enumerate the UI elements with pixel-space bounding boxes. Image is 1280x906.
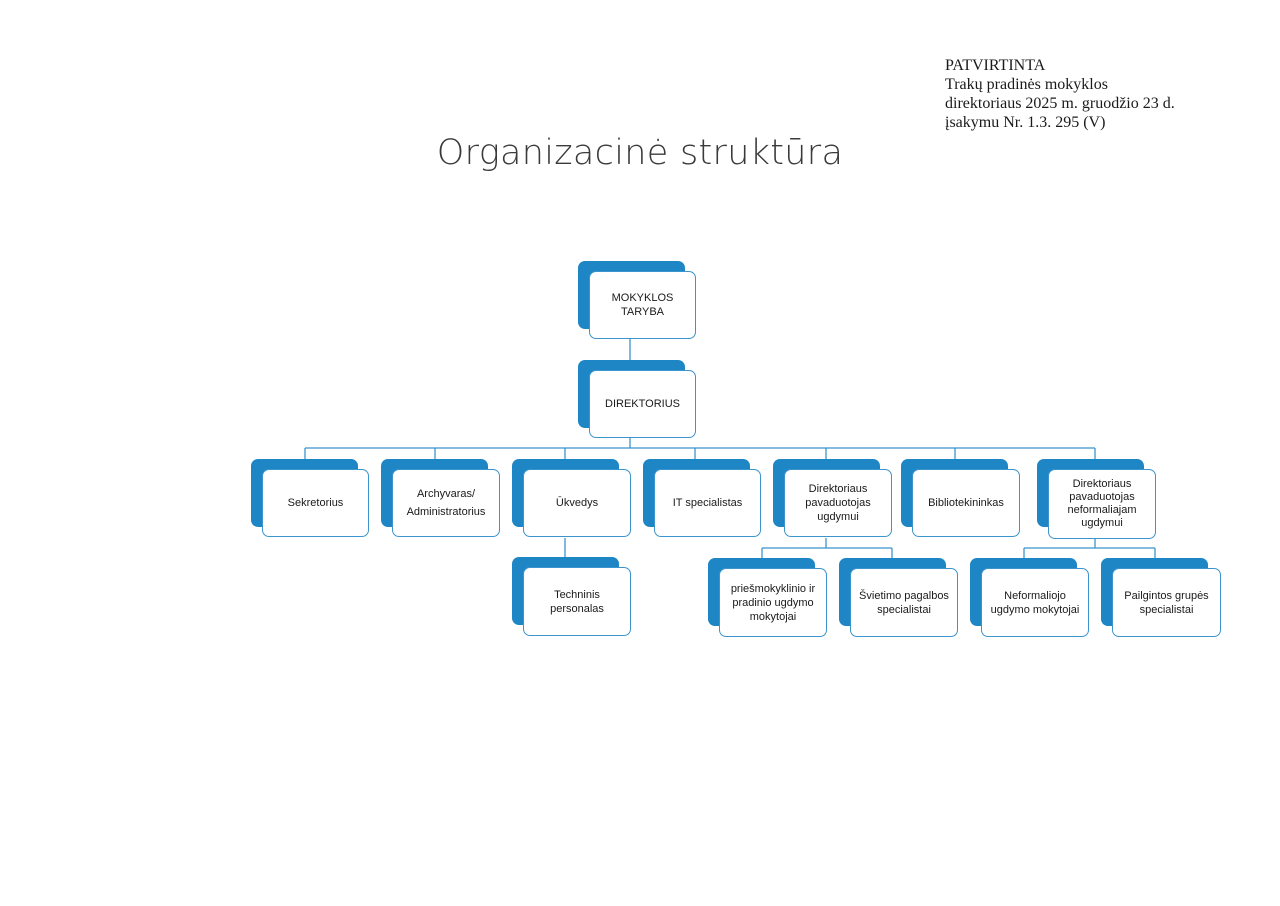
node-secretary-label: Sekretorius bbox=[262, 469, 369, 537]
approval-stamp: PATVIRTINTA Trakų pradinės mokyklos dire… bbox=[945, 56, 1175, 132]
node-extended-group-label: Pailgintos grupės specialistai bbox=[1112, 568, 1221, 637]
page-title: Organizacinė struktūra bbox=[0, 133, 1280, 173]
approval-line-3: direktoriaus 2025 m. gruodžio 23 d. bbox=[945, 95, 1175, 112]
node-deputy-nonformal-label: Direktoriaus pavaduotojas neformaliajam … bbox=[1048, 469, 1156, 539]
node-preschool-teachers-label: priešmokyklinio ir pradinio ugdymo mokyt… bbox=[719, 568, 827, 637]
page-title-text: Organizacinė struktūra bbox=[436, 133, 844, 173]
node-archivist-label: Archyvaras/ Administratorius bbox=[392, 469, 500, 537]
approval-line-4: įsakymu Nr. 1.3. 295 (V) bbox=[945, 114, 1106, 131]
node-it-label: IT specialistas bbox=[654, 469, 761, 537]
node-support-specialists-label: Švietimo pagalbos specialistai bbox=[850, 568, 958, 637]
node-director-label: DIREKTORIUS bbox=[589, 370, 696, 438]
node-technical-staff-label: Techninis personalas bbox=[523, 567, 631, 636]
node-council-label: MOKYKLOS TARYBA bbox=[589, 271, 696, 339]
node-librarian-label: Bibliotekininkas bbox=[912, 469, 1020, 537]
node-deputy-education-label: Direktoriaus pavaduotojas ugdymui bbox=[784, 469, 892, 537]
approval-line-1: PATVIRTINTA bbox=[945, 57, 1046, 74]
node-caretaker-label: Ūkvedys bbox=[523, 469, 631, 537]
approval-line-2: Trakų pradinės mokyklos bbox=[945, 76, 1108, 93]
node-nonformal-teachers-label: Neformaliojo ugdymo mokytojai bbox=[981, 568, 1089, 637]
